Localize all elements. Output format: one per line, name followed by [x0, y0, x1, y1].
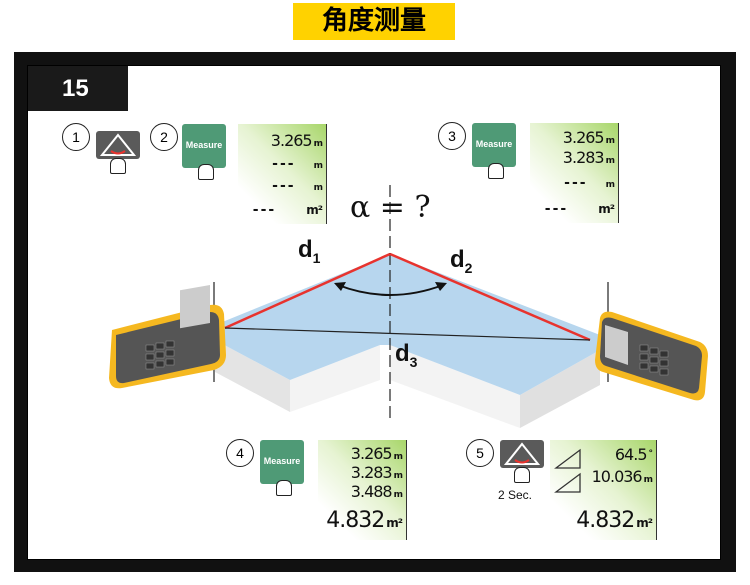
unit: m	[605, 156, 615, 166]
line-d3	[224, 327, 591, 341]
unit: m	[393, 471, 403, 481]
total-reading: ---	[544, 201, 569, 217]
unit: m	[313, 183, 323, 193]
step-1-number: 1	[62, 123, 90, 151]
measure-button[interactable]: Measure	[472, 123, 516, 167]
unit: m²	[306, 203, 323, 217]
d2-letter: d	[450, 246, 465, 273]
unit: m	[313, 139, 323, 149]
right-block-side	[520, 350, 600, 428]
measure-button[interactable]: Measure	[182, 124, 226, 168]
angle-reading: 64.5	[614, 445, 648, 464]
step-2-number: 2	[150, 123, 178, 151]
step-4-number: 4	[226, 439, 254, 467]
unit: m²	[636, 516, 653, 530]
left-laser-device	[109, 284, 226, 389]
left-block-front	[215, 340, 290, 412]
hold-duration: 2 Sec.	[498, 488, 533, 502]
finger-press-icon	[110, 158, 126, 174]
reading-2: 3.283	[350, 463, 393, 482]
angle-icon	[503, 442, 541, 465]
finger-press-icon	[514, 467, 530, 483]
angle-icon	[99, 133, 137, 156]
finger-press-icon	[488, 163, 504, 179]
step-5-number: 5	[466, 439, 494, 467]
d1-letter: d	[298, 236, 313, 263]
measure-label: Measure	[475, 139, 513, 149]
reading-3: ---	[272, 178, 296, 194]
reading-2: 3.283	[562, 148, 605, 167]
unit: m²	[598, 202, 615, 216]
reading-3: 3.488	[350, 482, 393, 501]
unit: m	[605, 136, 615, 146]
measure-label: Measure	[263, 456, 301, 466]
page-title: 角度测量	[293, 3, 455, 40]
left-block-side	[290, 345, 380, 412]
unit: m	[605, 180, 615, 190]
reading-1: 3.265	[270, 131, 313, 150]
d3-letter: d	[395, 340, 410, 367]
d1-subscript: 1	[312, 249, 321, 266]
unit: m	[643, 475, 653, 485]
distance-reading: 10.036	[591, 467, 643, 486]
right-laser-device	[595, 311, 708, 401]
unit: m	[393, 452, 403, 462]
label-d2: d2	[450, 246, 472, 276]
d2-subscript: 2	[464, 259, 473, 276]
reading-3: ---	[564, 175, 588, 191]
d3-subscript: 3	[409, 353, 418, 370]
unit: m	[313, 161, 323, 171]
angle-button[interactable]	[96, 131, 140, 159]
right-block-front	[390, 345, 520, 428]
label-d3: d3	[395, 340, 417, 370]
finger-press-icon	[276, 480, 292, 496]
arc-arrow-left	[334, 282, 346, 291]
measure-label: Measure	[185, 140, 223, 150]
angle-button[interactable]	[500, 440, 544, 468]
reading-1: 3.265	[562, 128, 605, 147]
measure-button[interactable]: Measure	[260, 440, 304, 484]
unit: m²	[386, 516, 403, 530]
label-d1: d1	[298, 236, 320, 266]
unit: °	[648, 449, 653, 459]
laser-d2	[389, 252, 591, 342]
total-reading: ---	[252, 202, 277, 218]
angle-arc	[337, 284, 444, 296]
figure-number: 15	[28, 66, 128, 111]
triangle-angle-icons	[554, 448, 581, 493]
unit: m	[393, 490, 403, 500]
angle-question: α = ?	[350, 190, 431, 225]
finger-press-icon	[198, 164, 214, 180]
reading-1: 3.265	[350, 444, 393, 463]
total-reading: 4.832	[576, 508, 635, 533]
step-3-number: 3	[438, 122, 466, 150]
arc-arrow-right	[435, 282, 447, 291]
total-reading: 4.832	[326, 508, 385, 533]
laser-d1	[224, 252, 391, 330]
reading-2: ---	[272, 156, 296, 172]
